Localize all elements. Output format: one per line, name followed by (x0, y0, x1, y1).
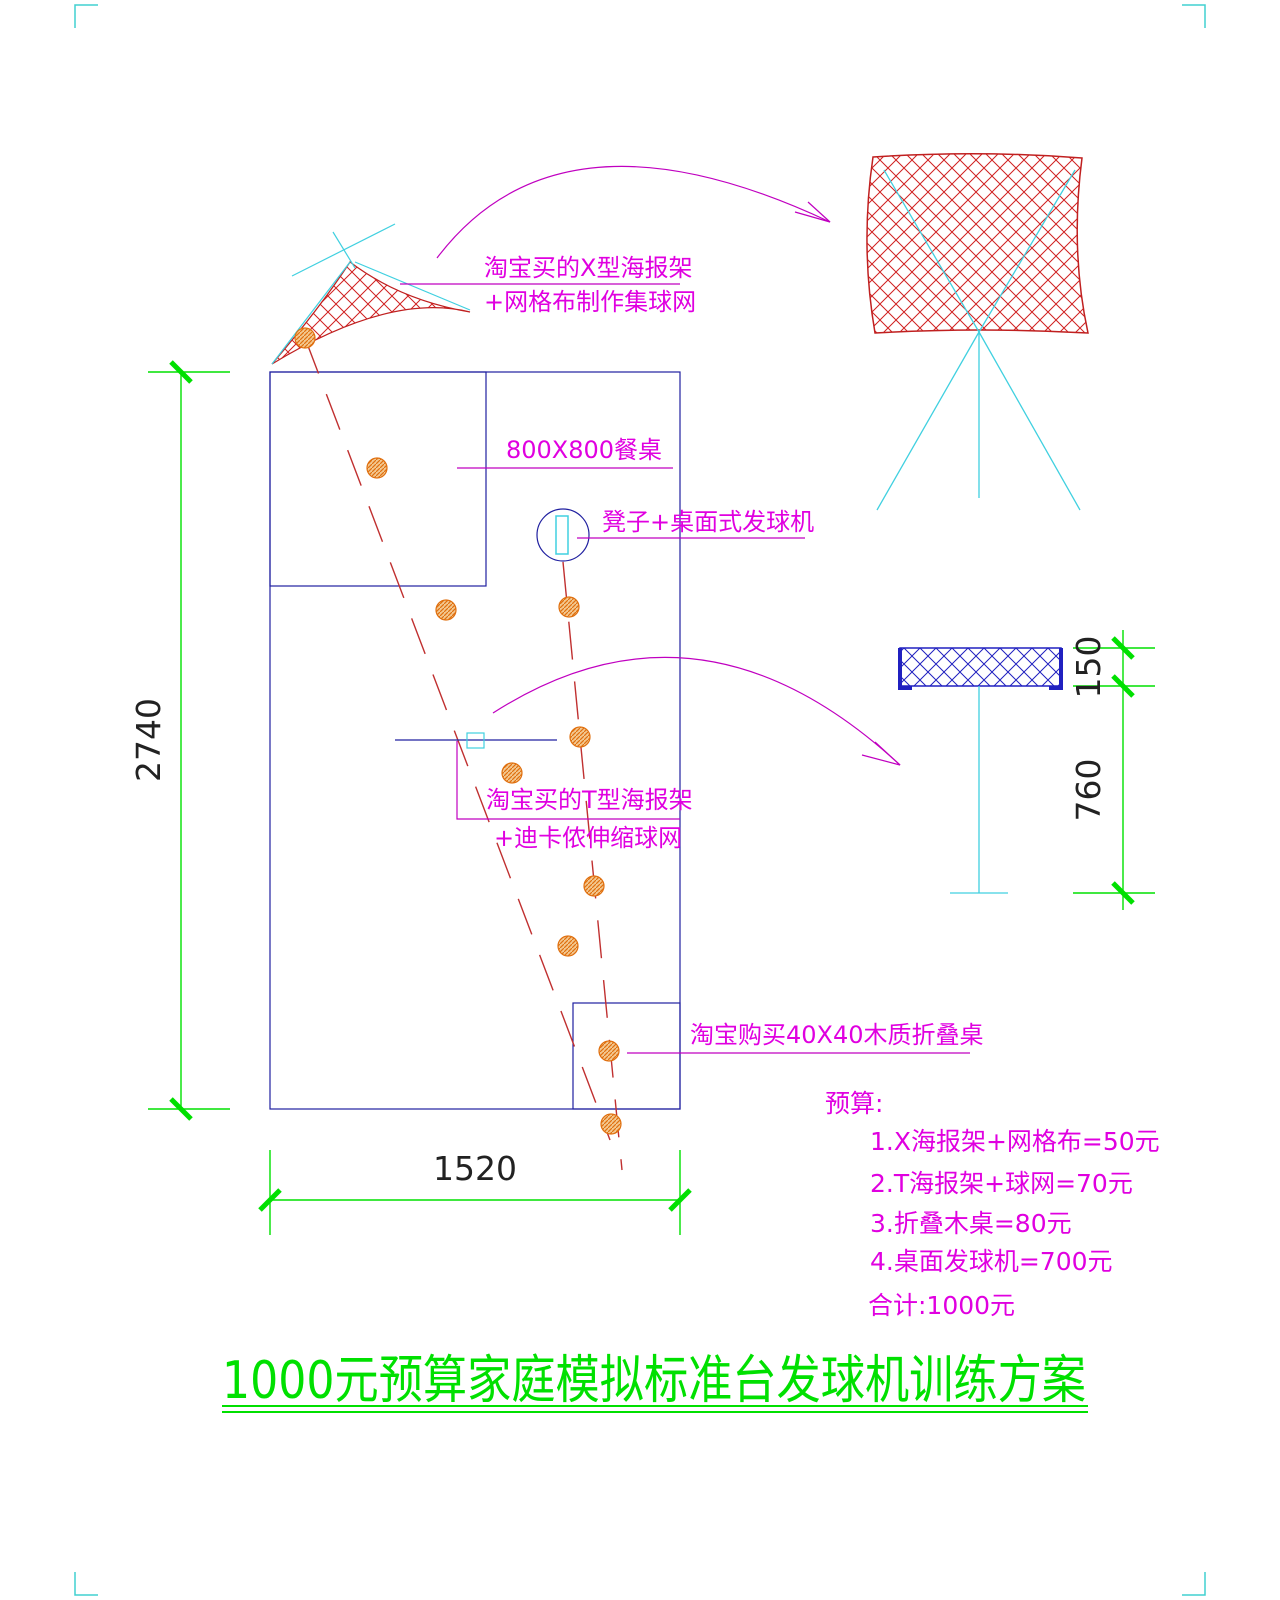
dim-height: 2740 (129, 698, 168, 782)
ball (569, 726, 591, 748)
budget-total: 合计:1000元 (868, 1291, 1015, 1320)
stool-circle (536, 508, 590, 562)
t-stand-plan (395, 732, 557, 749)
trajectories (304, 337, 623, 1171)
budget-item-1: 1.X海报架+网格布=50元 (870, 1127, 1160, 1156)
corner-marks (74, 4, 1206, 1596)
label-t-stand-net: +迪卡侬伸缩球网 (494, 824, 682, 852)
label-x-stand-net: +网格布制作集球网 (484, 288, 696, 316)
label-t-stand: 淘宝买的T型海报架 (486, 786, 693, 814)
dim-table-height: 760 (1069, 759, 1108, 822)
label-dining-table: 800X800餐桌 (506, 436, 662, 464)
balls (294, 327, 622, 1135)
label-x-stand: 淘宝买的X型海报架 (484, 254, 692, 282)
budget-item-4: 4.桌面发球机=700元 (870, 1247, 1113, 1276)
ball (557, 935, 579, 957)
t-stand-elevation (898, 647, 1063, 894)
table-plan (269, 371, 681, 1110)
dim-net-height: 150 (1069, 636, 1108, 699)
ball (366, 457, 388, 479)
curved-arrows (436, 165, 901, 766)
label-stool-machine: 凳子+桌面式发球机 (602, 508, 814, 536)
leader-lines (400, 283, 970, 1054)
page-title: 1000元预算家庭模拟标准台发球机训练方案 (222, 1351, 1086, 1411)
dim-width: 1520 (433, 1149, 517, 1188)
ball (435, 599, 457, 621)
ball-machine-icon (555, 515, 569, 555)
ball (294, 327, 316, 349)
ball (558, 596, 580, 618)
dimension-lines (148, 371, 1155, 1235)
budget-heading: 预算: (825, 1089, 883, 1118)
ball (600, 1113, 622, 1135)
ball (501, 762, 523, 784)
dimension-ticks (169, 360, 1135, 1212)
ball (598, 1040, 620, 1062)
budget-item-2: 2.T海报架+球网=70元 (870, 1169, 1133, 1198)
x-stand-elevation (866, 152, 1089, 511)
folding-table-outline (572, 1002, 681, 1110)
label-folding-table: 淘宝购买40X40木质折叠桌 (690, 1021, 984, 1049)
budget-item-3: 3.折叠木桌=80元 (870, 1209, 1072, 1238)
dining-table-outline (269, 371, 487, 587)
title-underline (222, 1405, 1088, 1413)
x-stand-net (271, 223, 471, 365)
ball (583, 875, 605, 897)
